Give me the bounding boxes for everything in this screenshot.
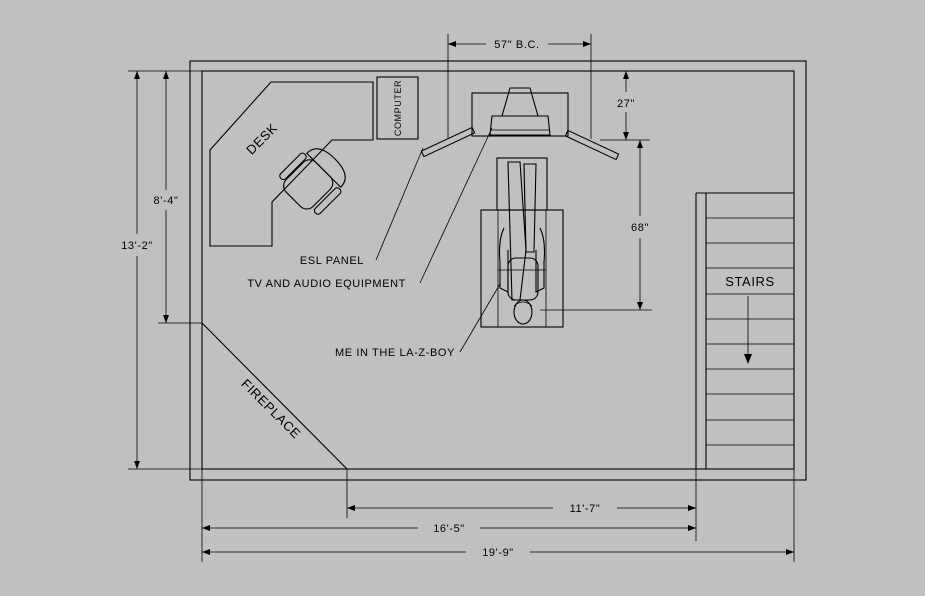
desk-chair xyxy=(279,148,346,215)
dim-fireplace-to-stairs-label: 11'-7" xyxy=(570,503,601,515)
stairs: STAIRS xyxy=(706,217,794,446)
dim-listening-distance-label: 68" xyxy=(631,222,649,234)
dim-overall-width-label: 19'-9" xyxy=(482,547,514,559)
esl-panel-right xyxy=(564,129,620,161)
desk: DESK xyxy=(209,81,374,247)
leaders xyxy=(375,127,501,353)
fireplace-label: FIREPLACE xyxy=(238,376,304,442)
dim-speaker-spacing: 57" B.C. xyxy=(447,34,592,139)
computer: COMPUTER xyxy=(376,76,419,140)
dim-desk-wall: 8'-4" xyxy=(154,71,202,324)
me-label: ME IN THE LA-Z-BOY xyxy=(335,347,455,359)
dim-room-depth-label: 13'-2" xyxy=(121,240,153,252)
dim-room-width: 16'-5" xyxy=(201,469,696,562)
stairs-arrow-head xyxy=(744,354,752,364)
room-walls xyxy=(189,60,807,481)
stairs-label: STAIRS xyxy=(725,274,775,289)
dim-desk-wall-label: 8'-4" xyxy=(154,195,179,207)
tv-audio-label: TV AND AUDIO EQUIPMENT xyxy=(247,278,406,290)
person xyxy=(498,161,546,325)
dim-listening-distance: 68" xyxy=(540,140,652,311)
dim-overall-width: 19'-9" xyxy=(202,469,795,562)
dim-tv-depth-label: 27" xyxy=(617,98,635,110)
dim-speaker-spacing-label: 57" B.C. xyxy=(494,39,539,51)
esl-panel-left xyxy=(420,126,476,158)
fireplace: FIREPLACE xyxy=(201,322,348,470)
esl-panel-label: ESL PANEL xyxy=(300,255,364,267)
dim-fireplace-to-stairs: 11'-7" xyxy=(346,469,697,541)
dim-room-width-label: 16'-5" xyxy=(433,523,465,535)
tv-audio-equipment xyxy=(471,87,569,137)
desk-label: DESK xyxy=(243,120,280,157)
stairs-label-bg xyxy=(718,270,778,292)
computer-label: COMPUTER xyxy=(393,80,403,136)
dim-room-depth: 13'-2" xyxy=(121,70,202,470)
dim-tv-depth: 27" xyxy=(591,70,650,141)
